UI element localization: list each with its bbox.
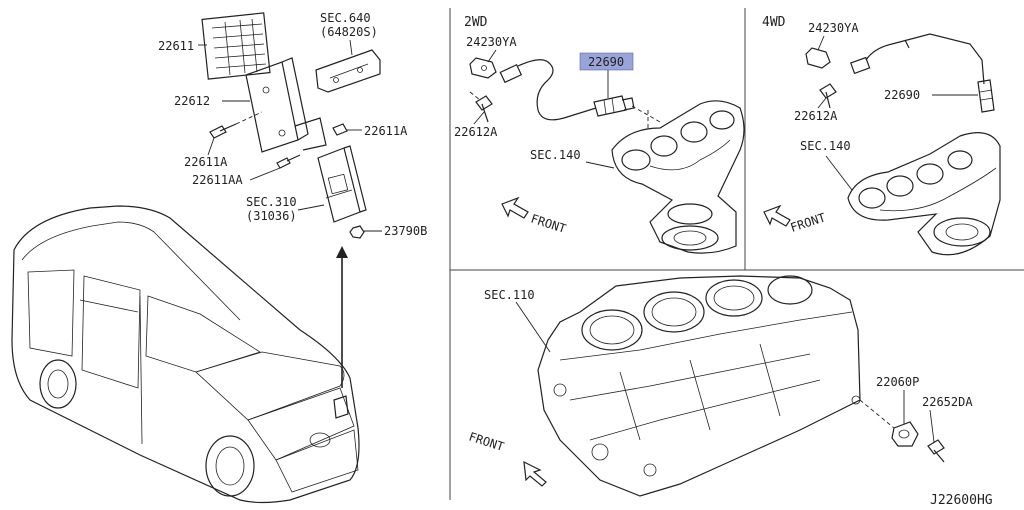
label-24230ya-2wd[interactable]: 24230YA xyxy=(466,35,517,49)
section-label-4wd: 4WD xyxy=(762,15,786,30)
bolt-22611a-right xyxy=(332,123,348,136)
label-22690-4wd[interactable]: 22690 xyxy=(884,88,920,102)
leader-sec140-2wd xyxy=(585,161,615,169)
front-arrow-2wd xyxy=(501,196,529,219)
nut-23790b xyxy=(349,225,365,239)
label-22690-2wd[interactable]: 22690 xyxy=(588,55,624,69)
label-23790b[interactable]: 23790B xyxy=(384,224,427,238)
leader-sec310 xyxy=(297,204,325,211)
label-front-2wd: FRONT xyxy=(529,212,568,236)
exhaust-manifold-2wd xyxy=(611,100,745,254)
exhaust-manifold-4wd xyxy=(847,132,1001,256)
leader-22612a-2wd xyxy=(473,111,485,125)
bracket-24230ya-2wd xyxy=(469,57,497,79)
leader-22612a-4wd xyxy=(817,97,827,109)
label-22611aa[interactable]: 22611AA xyxy=(192,173,243,187)
bolt-22611a-left xyxy=(209,123,237,139)
leader-sec110 xyxy=(515,301,551,353)
label-22611a-left[interactable]: 22611A xyxy=(184,155,228,169)
dash-22611a-left xyxy=(235,111,263,125)
front-arrow-4wd xyxy=(763,204,791,227)
label-front-block: FRONT xyxy=(467,430,506,454)
bracket-24230ya-4wd xyxy=(805,47,831,69)
leader-sec640 xyxy=(349,39,353,56)
leader-22611a-left xyxy=(207,137,215,156)
section-label-2wd: 2WD xyxy=(464,15,488,30)
label-22060p[interactable]: 22060P xyxy=(876,375,919,389)
label-sec140-2wd[interactable]: SEC.140 xyxy=(530,148,581,162)
label-24230ya-4wd[interactable]: 24230YA xyxy=(808,21,859,35)
label-22612a-4wd[interactable]: 22612A xyxy=(794,109,838,123)
highlight-22690[interactable] xyxy=(579,52,634,71)
label-sec110[interactable]: SEC.110 xyxy=(484,288,535,302)
label-sec640-sub[interactable]: (64820S) xyxy=(320,25,378,39)
leader-24230ya-4wd xyxy=(817,35,825,51)
bolt-22611aa xyxy=(276,154,301,169)
label-sec310[interactable]: SEC.310 xyxy=(246,195,297,209)
bracket-22612 xyxy=(245,57,327,153)
label-sec140-4wd[interactable]: SEC.140 xyxy=(800,139,851,153)
leader-24230ya-2wd xyxy=(487,49,497,63)
module-sec310 xyxy=(317,145,367,223)
knock-sensor-22060p xyxy=(891,421,919,447)
leader-22652da xyxy=(929,409,935,443)
label-22652da[interactable]: 22652DA xyxy=(922,395,973,409)
diagram-code: J22600HG xyxy=(930,493,993,508)
label-22611a-right[interactable]: 22611A xyxy=(364,124,408,138)
label-22612a-2wd[interactable]: 22612A xyxy=(454,125,498,139)
ecm-module-22611 xyxy=(201,12,271,80)
label-sec310-sub[interactable]: (31036) xyxy=(246,209,297,223)
dash-22612a-2wd xyxy=(469,91,481,101)
leader-sec140-4wd xyxy=(825,155,853,191)
vehicle-outline xyxy=(11,205,360,504)
location-arrow xyxy=(336,246,348,388)
sensor-22690-4wd xyxy=(850,33,995,113)
label-sec640[interactable]: SEC.640 xyxy=(320,11,371,25)
dash-22690-2wd xyxy=(631,105,661,123)
sensor-22690-2wd xyxy=(499,59,635,121)
label-22611[interactable]: 22611 xyxy=(158,39,194,53)
bracket-sec640 xyxy=(315,49,381,93)
label-22612[interactable]: 22612 xyxy=(174,94,210,108)
dash-22060p xyxy=(859,399,895,429)
engine-block xyxy=(537,275,861,497)
bolt-22612a-2wd xyxy=(475,95,493,123)
leader-22611aa xyxy=(249,167,281,181)
label-front-4wd: FRONT xyxy=(789,210,828,234)
front-arrow-block xyxy=(523,460,547,487)
bolt-22612a-4wd xyxy=(819,83,837,109)
bolt-22652da xyxy=(927,439,945,463)
